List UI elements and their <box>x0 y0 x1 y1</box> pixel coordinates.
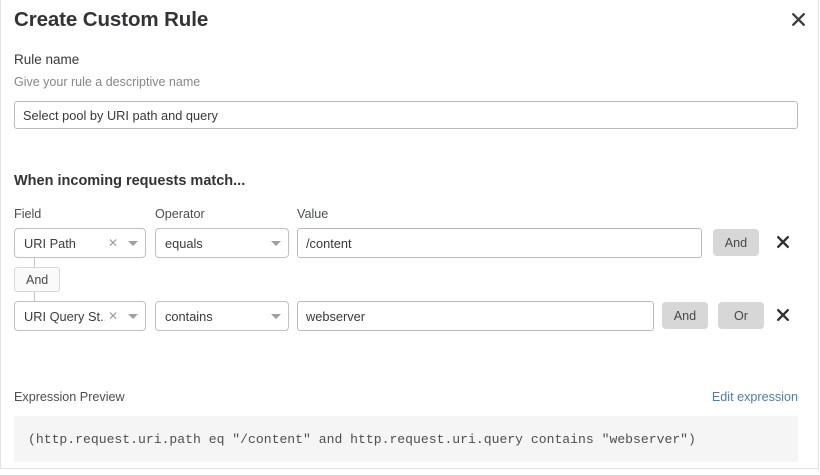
rule-name-help-text: Give your rule a descriptive name <box>14 75 201 89</box>
and-button[interactable]: And <box>662 302 708 329</box>
rule-name-input[interactable] <box>14 101 798 129</box>
clear-icon[interactable]: ✕ <box>107 309 119 323</box>
value-input[interactable] <box>297 228 702 258</box>
match-section-heading: When incoming requests match... <box>14 173 246 189</box>
operator-select-value: contains <box>165 308 213 324</box>
expression-preview-label: Expression Preview <box>14 390 125 404</box>
edit-expression-link[interactable]: Edit expression <box>711 390 798 404</box>
expression-preview-text: (http.request.uri.path eq "/content" and… <box>28 431 696 447</box>
chevron-down-icon[interactable] <box>264 240 288 246</box>
connector-line-top <box>34 258 35 269</box>
clear-icon[interactable]: ✕ <box>107 236 119 250</box>
field-select-value: URI Query St... <box>24 308 105 324</box>
operator-select-value: equals <box>165 235 203 251</box>
value-input[interactable] <box>297 301 654 331</box>
or-button[interactable]: Or <box>718 302 764 329</box>
and-button[interactable]: And <box>713 229 759 256</box>
chevron-down-icon[interactable] <box>264 313 288 319</box>
dialog-title: Create Custom Rule <box>14 8 209 31</box>
column-header-operator: Operator <box>155 207 205 221</box>
chevron-down-icon[interactable] <box>121 240 145 246</box>
expression-preview-box: (http.request.uri.path eq "/content" and… <box>14 416 798 462</box>
dialog-close-icon[interactable] <box>785 6 811 32</box>
delete-row-icon[interactable] <box>771 230 795 254</box>
field-select[interactable]: URI Query St... ✕ <box>14 301 146 331</box>
operator-select[interactable]: equals <box>155 228 289 258</box>
operator-select[interactable]: contains <box>155 301 289 331</box>
column-header-value: Value <box>297 207 329 221</box>
connector-line-bottom <box>34 292 35 302</box>
delete-row-icon[interactable] <box>771 303 795 327</box>
rule-name-label: Rule name <box>14 52 80 67</box>
field-select-value: URI Path <box>24 235 76 251</box>
field-select[interactable]: URI Path ✕ <box>14 228 146 258</box>
chevron-down-icon[interactable] <box>121 313 145 319</box>
group-conjunction-badge[interactable]: And <box>14 267 61 292</box>
column-header-field: Field <box>14 207 42 221</box>
